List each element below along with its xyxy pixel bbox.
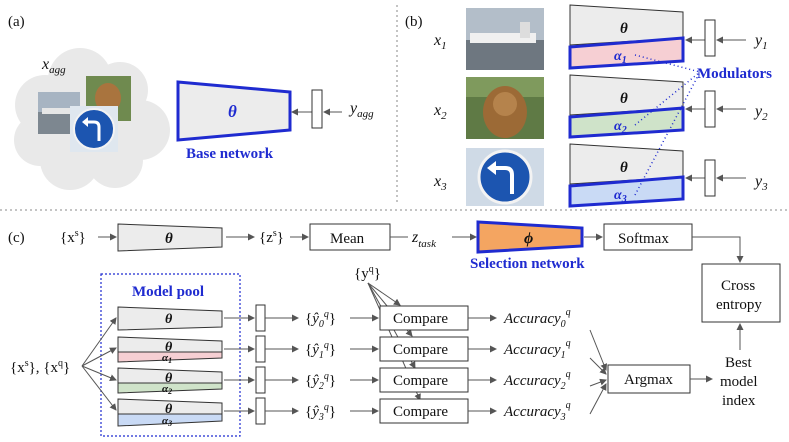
panel-c-label: (c): [8, 230, 25, 246]
alpha2-block: [568, 106, 685, 139]
theta-b3: θ: [620, 160, 628, 176]
compare-label-1: Compare: [393, 342, 448, 358]
pool-theta-label-1: θ: [165, 340, 173, 355]
pool-theta-0: [117, 306, 223, 331]
panel-a-label: (a): [8, 14, 25, 30]
y2-label: y2: [753, 103, 768, 123]
compare-box-3: [379, 398, 469, 424]
y3-label: y3: [753, 173, 768, 193]
output-box-b3: [704, 159, 716, 197]
top-theta: θ: [165, 231, 173, 247]
accuracy-3: Accuracy3q: [503, 400, 571, 423]
alpha3-block: [568, 175, 685, 208]
y-agg-label: yagg: [348, 100, 374, 120]
x1-label: x1: [433, 32, 447, 52]
pool-theta-label-2: θ: [165, 371, 173, 386]
output-box-b1: [704, 19, 716, 57]
model-pool-label: Model pool: [132, 284, 204, 300]
softmax-box: [603, 223, 693, 251]
pool-theta-label-0: θ: [165, 312, 173, 327]
image-sign: [466, 148, 544, 206]
cross-entropy-box: [701, 263, 781, 323]
pool-alpha-1: [117, 351, 223, 363]
accuracy-2: Accuracy2q: [503, 369, 571, 392]
mean-label: Mean: [330, 231, 365, 247]
accuracy-0: Accuracy0q: [503, 307, 571, 330]
accuracy-1: Accuracy1q: [503, 338, 571, 361]
theta-b1: θ: [620, 21, 628, 37]
selection-network-label: Selection network: [470, 256, 585, 272]
x3-label: x3: [433, 173, 447, 193]
y1-label: y1: [753, 32, 768, 52]
base-network-trapezoid: [176, 80, 292, 142]
theta-a: θ: [228, 102, 237, 121]
panel-b-label: (b): [405, 14, 423, 30]
base-network-label: Base network: [186, 146, 274, 162]
zs-label: {zs}: [259, 228, 284, 246]
pool-alpha-label-3: α3: [162, 415, 172, 428]
agg-image-sign: [70, 106, 118, 152]
model-label: model: [720, 374, 758, 390]
x-agg-label: xagg: [41, 56, 66, 76]
compare-label-3: Compare: [393, 404, 448, 420]
selection-network-trapezoid: [476, 220, 584, 254]
x2-label: x2: [433, 102, 447, 122]
best-label: Best: [725, 355, 753, 371]
cross-entropy-line1: Cross: [721, 278, 755, 294]
yhat-3: {ŷ3q}: [305, 402, 336, 423]
modulators-label: Modulators: [697, 66, 772, 82]
compare-box-1: [379, 336, 469, 362]
alpha1-label: α1: [614, 49, 627, 66]
arrow-softmax-to-ce: [692, 236, 744, 263]
theta-b2: θ: [620, 91, 628, 107]
compare-label-0: Compare: [393, 311, 448, 327]
xs-xq-input: {xs}, {xq}: [10, 358, 70, 376]
pool-alpha-2: [117, 382, 223, 394]
yhat-0: {ŷ0q}: [305, 309, 336, 330]
pool-out-box-2: [255, 366, 266, 394]
pool-alpha-3: [117, 413, 223, 427]
mean-box: [309, 223, 391, 251]
model-pool-box: [100, 273, 241, 437]
ztask-label: ztask: [411, 229, 437, 250]
input-fanout-arrows: [81, 317, 117, 411]
argmax-label: Argmax: [624, 372, 673, 388]
pool-out-box-0: [255, 304, 266, 332]
pool-alpha-label-2: α2: [162, 383, 172, 396]
index-label: index: [722, 393, 756, 409]
yhat-2: {ŷ2q}: [305, 371, 336, 392]
alpha3-label: α3: [614, 188, 627, 205]
alpha2-label: α2: [614, 119, 627, 136]
accuracy-to-argmax-arrows: [589, 329, 608, 415]
phi-label: ϕ: [524, 230, 533, 247]
compare-label-2: Compare: [393, 373, 448, 389]
output-box-a: [311, 89, 323, 129]
output-box-b2: [704, 90, 716, 128]
softmax-label: Softmax: [618, 231, 669, 247]
compare-box-0: [379, 305, 469, 331]
top-theta-trapezoid: [117, 223, 223, 252]
xs-input: {xs}: [60, 228, 86, 246]
pool-out-box-3: [255, 397, 266, 425]
image-cat: [466, 77, 544, 139]
yq-label: {yq}: [354, 264, 381, 282]
image-plane: [466, 8, 544, 70]
pool-alpha-label-1: α1: [162, 352, 172, 365]
cross-entropy-line2: entropy: [716, 297, 762, 313]
pool-theta-label-3: θ: [165, 402, 173, 417]
pool-out-box-1: [255, 335, 266, 363]
yhat-1: {ŷ1q}: [305, 340, 336, 361]
